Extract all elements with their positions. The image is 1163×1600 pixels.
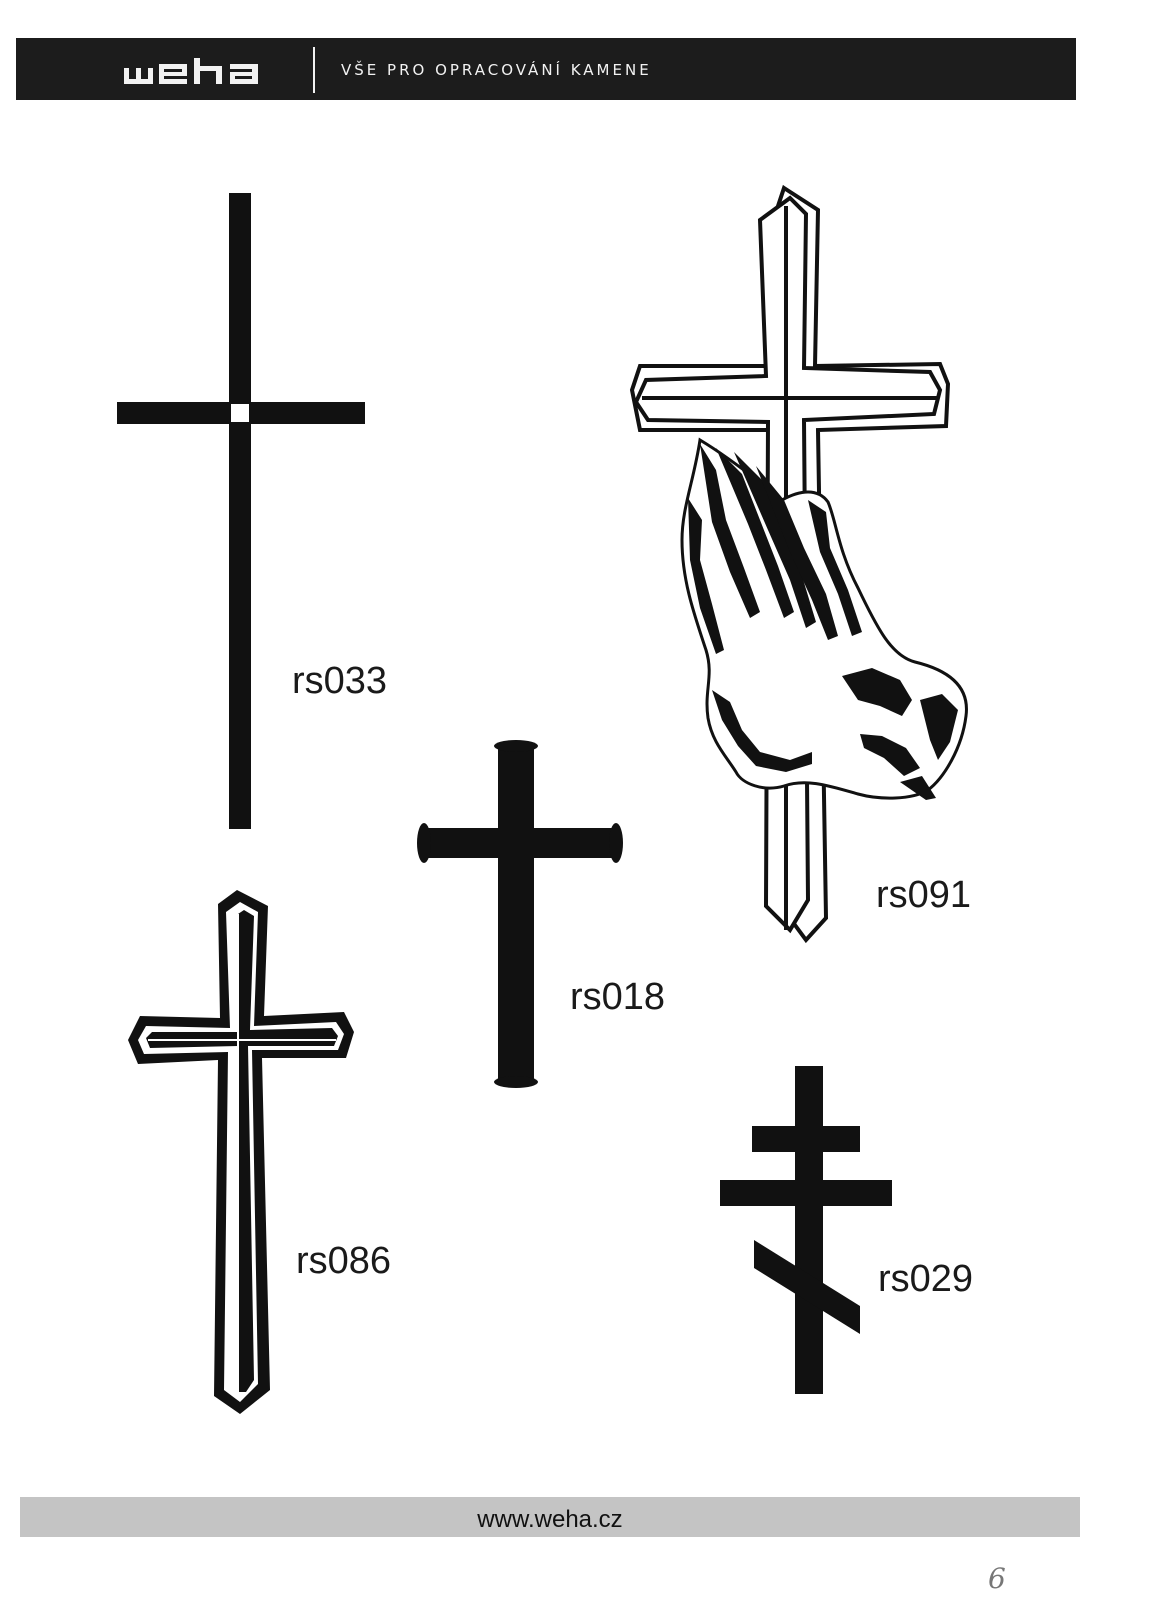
rounded-end-cross-icon <box>417 740 623 1088</box>
orthodox-cross-icon <box>720 1066 892 1394</box>
product-code-rs018: rs018 <box>570 976 666 1018</box>
product-code-rs091: rs091 <box>876 874 972 916</box>
tagline: VŠE PRO OPRACOVÁNÍ KAMENE <box>341 61 652 79</box>
handwritten-page-mark: 6 <box>988 1562 1006 1595</box>
outlined-flared-cross-icon <box>128 890 354 1414</box>
header-divider <box>313 47 315 93</box>
weha-logo <box>124 58 258 84</box>
product-code-rs033: rs033 <box>292 660 388 702</box>
plain-cross-icon <box>117 193 365 829</box>
footer-bar: www.weha.cz <box>20 1497 1080 1537</box>
product-code-rs086: rs086 <box>296 1240 392 1282</box>
header-bar: VŠE PRO OPRACOVÁNÍ KAMENE <box>16 38 1076 100</box>
product-code-rs029: rs029 <box>878 1258 974 1300</box>
footer-url[interactable]: www.weha.cz <box>477 1506 623 1533</box>
cross-with-praying-hands-icon <box>629 184 968 944</box>
